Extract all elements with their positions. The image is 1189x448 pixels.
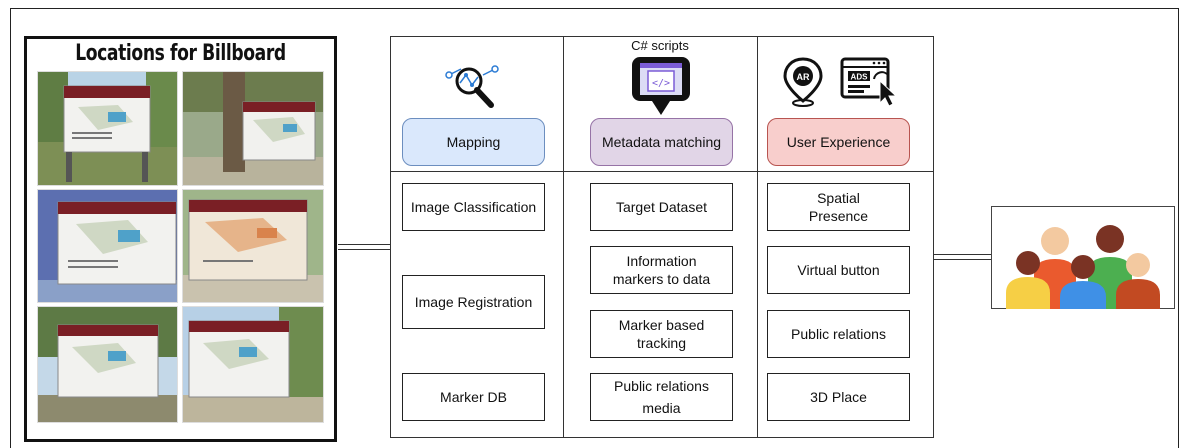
public-relations-media-node: Public relations media (590, 373, 733, 421)
billboard-title: Locations for Billboard (75, 41, 286, 66)
billboard-photo-5 (37, 306, 178, 423)
svg-text:</>: </> (652, 78, 670, 89)
column-divider-2 (757, 36, 758, 438)
diagram-frame (10, 8, 1179, 448)
public-relations-node: Public relations (767, 310, 910, 358)
marker-db-node: Marker DB (402, 373, 545, 421)
people-group-icon (1002, 221, 1166, 309)
connector-photos-to-table (338, 244, 390, 250)
svg-text:AR: AR (797, 72, 810, 82)
ar-location-pin-icon: AR (781, 57, 825, 107)
column-divider-1 (563, 36, 564, 438)
billboard-photo-6 (182, 306, 324, 423)
framework-table (390, 36, 934, 438)
image-classification-node: Image Classification (402, 183, 545, 231)
target-dataset-node: Target Dataset (590, 183, 733, 231)
network-search-icon (445, 63, 501, 109)
csharp-scripts-caption: C# scripts (631, 38, 689, 53)
image-registration-node: Image Registration (402, 275, 545, 329)
billboard-photo-1 (37, 71, 178, 186)
connector-table-to-users (934, 254, 991, 260)
billboard-photo-4 (182, 189, 324, 303)
ads-click-icon: ADS (840, 57, 902, 107)
billboard-photo-3 (37, 189, 178, 303)
billboard-photo-panel: Locations for Billboard (24, 36, 337, 442)
spatial-presence-node: Spatial Presence (767, 183, 910, 231)
marker-based-tracking-node: Marker based tracking (590, 310, 733, 358)
users-box (991, 206, 1175, 309)
code-monitor-icon: </> (630, 55, 692, 117)
billboard-photo-2 (182, 71, 324, 186)
svg-text:ADS: ADS (851, 73, 869, 82)
user-experience-header: User Experience (767, 118, 910, 166)
virtual-button-node: Virtual button (767, 246, 910, 294)
mapping-header: Mapping (402, 118, 545, 166)
3d-place-node: 3D Place (767, 373, 910, 421)
header-divider (390, 171, 934, 172)
information-markers-node: Information markers to data (590, 246, 733, 294)
metadata-matching-header: Metadata matching (590, 118, 733, 166)
